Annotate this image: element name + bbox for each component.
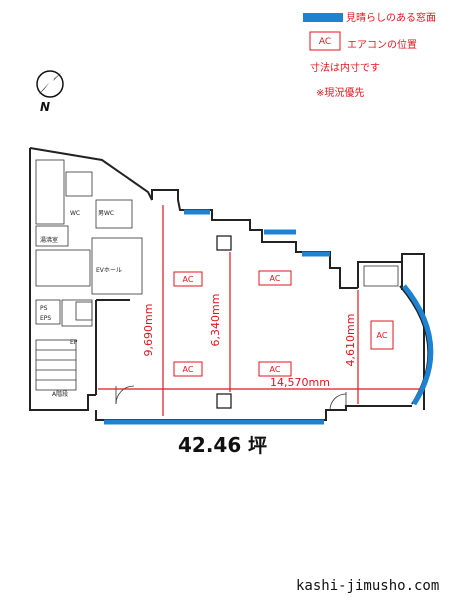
ac-unit: AC [370,320,394,350]
window-legend-label: 見晴らしのある窓面 [346,11,436,24]
ac-legend-label: エアコンの位置 [347,38,417,51]
wc-label: 男WC [98,210,114,217]
compass-north-label: N [40,100,50,114]
total-depth-dimension: 9,690mm [142,304,155,357]
hot-water-label: 湯沸室 [40,236,58,244]
svg-text:AC: AC [183,275,194,284]
middle-depth-dimension: 6,340mm [209,294,222,347]
dimension-note: 寸法は内寸です [310,61,380,74]
window-legend-swatch [303,13,343,22]
ev-hall-label: EVホール [96,267,122,274]
compass-icon [36,70,64,98]
area-unit: 坪 [248,435,267,457]
area-value: 42.46 [178,433,241,457]
right-depth-dimension: 4,610mm [344,314,357,367]
ac-legend-box-label: AC [319,37,331,47]
dimension-lines [98,205,420,416]
ac-unit: AC [258,270,292,286]
window-faces [104,209,434,425]
core-area [29,147,153,411]
wc-label-2: WC [70,210,80,217]
svg-text:AC: AC [183,365,194,374]
ep-label: EP [70,339,78,346]
svg-text:AC: AC [270,274,281,283]
site-url: kashi-jimusho.com [296,578,439,594]
ac-unit: AC [173,361,203,377]
office-outline [95,189,430,421]
column [216,235,232,251]
ac-legend-box [309,31,341,51]
stair-label: A階段 [52,390,68,398]
ps-label: PS [40,305,48,312]
ac-unit: AC [258,361,292,377]
eps-label: EPS [40,315,51,322]
priority-note: ※現況優先 [316,86,364,99]
column [216,393,232,409]
ac-unit: AC [173,271,203,287]
svg-text:AC: AC [377,331,388,340]
width-dimension: 14,570mm [270,376,330,389]
svg-text:AC: AC [270,365,281,374]
